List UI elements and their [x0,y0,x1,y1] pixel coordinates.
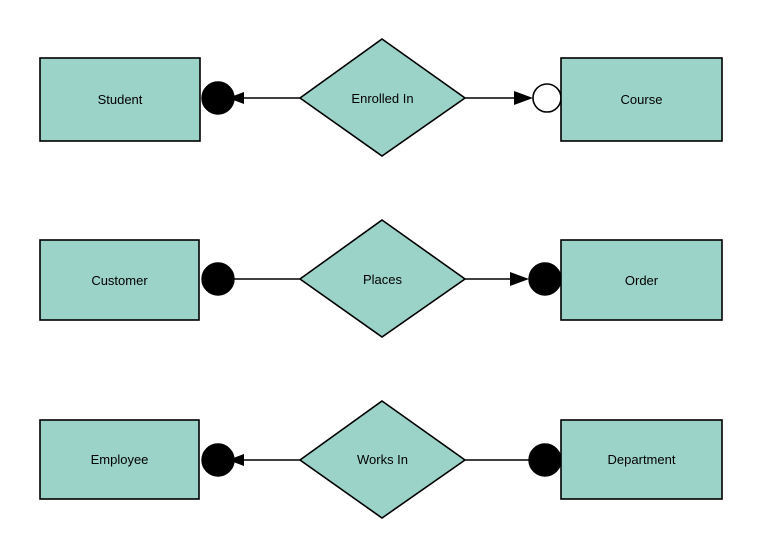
relationship-diamond-enrolled-in[interactable] [298,38,467,157]
entity-box-department[interactable] [560,419,723,500]
entity-box-course[interactable] [560,57,723,142]
entity-box-customer[interactable] [39,239,200,321]
row-1-left-arrowhead-icon [228,92,244,104]
row-2-right-filled-circle-icon [528,262,562,296]
row-2-group [39,219,723,338]
row-3-left-filled-circle-icon [201,443,235,477]
row-3-right-filled-circle-icon [528,443,562,477]
row-1-left-filled-circle-icon [201,81,235,115]
relationship-diamond-works-in[interactable] [298,400,467,519]
row-1-right-arrowhead-icon [514,91,533,105]
relationship-diamond-places[interactable] [298,219,467,338]
row-3-group [39,400,723,519]
row-1-group [39,38,723,157]
entity-box-employee[interactable] [39,419,200,500]
row-2-right-arrowhead-icon [510,272,529,286]
entity-box-student[interactable] [39,57,201,142]
entity-box-order[interactable] [560,239,723,321]
row-2-left-filled-circle-icon [201,262,235,296]
row-1-right-hollow-circle-icon [532,83,562,113]
row-3-left-arrowhead-icon [228,454,244,466]
